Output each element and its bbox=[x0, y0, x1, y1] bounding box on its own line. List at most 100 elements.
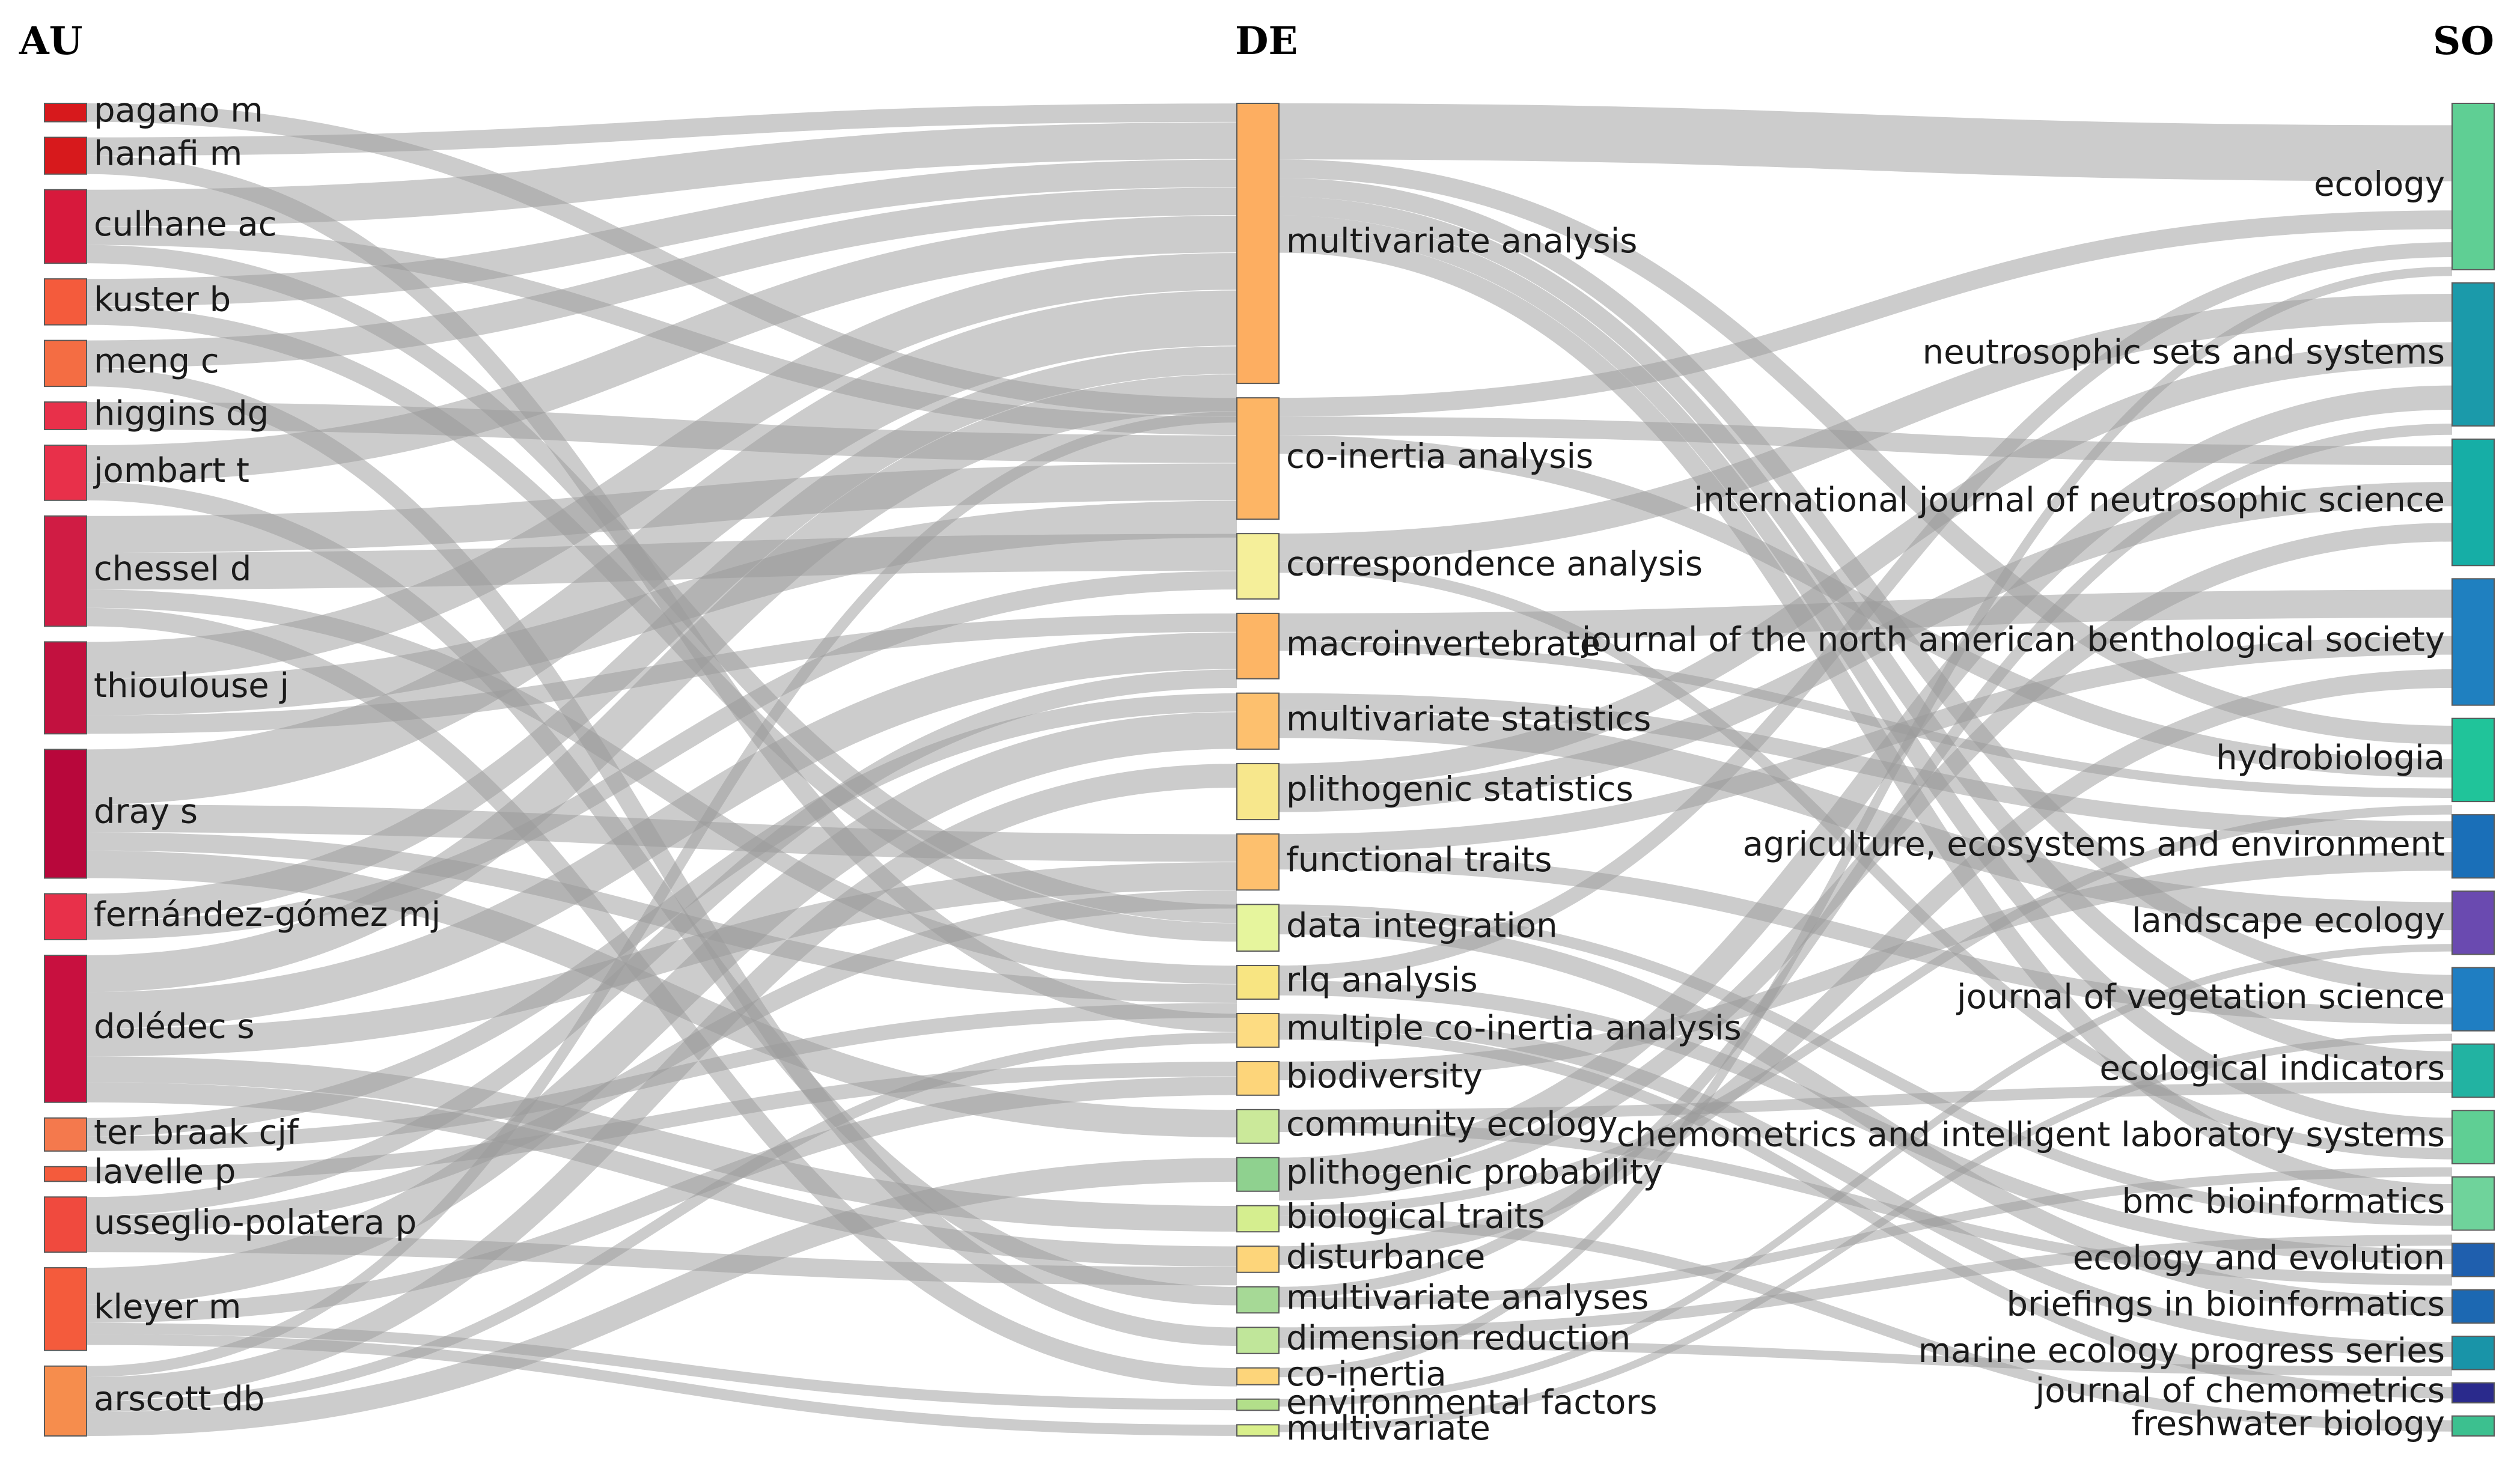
link-ter-braak-cjf-to-rlq-analysis bbox=[86, 1003, 1237, 1151]
link-multivariate-statistics-to-agriculture-ecosystems-and-environment bbox=[1278, 693, 2453, 839]
label-macroinvertebrate: macroinvertebrate bbox=[1286, 624, 1600, 663]
node-kuster-b[interactable] bbox=[44, 278, 87, 326]
node-macroinvertebrate[interactable] bbox=[1236, 612, 1280, 680]
node-freshwater-biology[interactable] bbox=[2451, 1415, 2495, 1437]
link-correspondence-analysis-to-chemometrics-and-intelligent-laboratory-systems bbox=[1278, 561, 2453, 1160]
link-multivariate-analysis-to-ecological-indicators bbox=[1278, 196, 2453, 1070]
label-plithogenic-statistics: plithogenic statistics bbox=[1286, 770, 1634, 809]
node-meng-c[interactable] bbox=[44, 339, 87, 388]
node-pagano-m[interactable] bbox=[44, 103, 87, 123]
node-fernandez-gomez-mj[interactable] bbox=[44, 893, 87, 940]
link-correspondence-analysis-to-neutrosophic-sets-and-systems bbox=[1278, 294, 2453, 562]
link-meng-c-to-dimension-reduction bbox=[86, 368, 1237, 1346]
label-culhane-ac: culhane ac bbox=[94, 205, 277, 244]
node-agriculture-ecosystems-and-environment[interactable] bbox=[2451, 814, 2495, 879]
node-landscape-ecology[interactable] bbox=[2451, 890, 2495, 955]
link-higgins-dg-to-co-inertia-analysis bbox=[86, 402, 1237, 463]
node-plithogenic-probability[interactable] bbox=[1236, 1157, 1280, 1192]
node-ecological-indicators[interactable] bbox=[2451, 1043, 2495, 1098]
node-correspondence-analysis[interactable] bbox=[1236, 533, 1280, 600]
label-plithogenic-probability: plithogenic probability bbox=[1286, 1153, 1663, 1192]
link-multivariate-analyses-to-chemometrics-and-intelligent-laboratory-systems bbox=[1278, 1167, 2453, 1307]
link-kleyer-m-to-multivariate bbox=[86, 1334, 1237, 1436]
node-neutrosophic-sets-and-systems[interactable] bbox=[2451, 282, 2495, 427]
node-bmc-bioinformatics[interactable] bbox=[2451, 1176, 2495, 1231]
label-bmc-bioinformatics: bmc bioinformatics bbox=[2122, 1182, 2445, 1221]
label-thioulouse-j: thioulouse j bbox=[94, 666, 289, 705]
node-journal-of-the-north-american-benthological-society[interactable] bbox=[2451, 578, 2495, 706]
node-international-journal-of-neutrosophic-science[interactable] bbox=[2451, 438, 2495, 567]
node-ecology[interactable] bbox=[2451, 103, 2495, 270]
link-hanafi-m-to-multivariate-analysis bbox=[86, 103, 1237, 156]
node-multivariate-statistics[interactable] bbox=[1236, 692, 1280, 750]
node-biological-traits[interactable] bbox=[1236, 1205, 1280, 1233]
link-functional-traits-to-journal-of-the-north-american-benthological-society bbox=[1278, 636, 2453, 853]
node-chessel-d[interactable] bbox=[44, 515, 87, 627]
node-kleyer-m[interactable] bbox=[44, 1267, 87, 1351]
link-doledec-s-to-multivariate-analysis bbox=[86, 374, 1237, 993]
node-journal-of-vegetation-science[interactable] bbox=[2451, 967, 2495, 1032]
label-chessel-d: chessel d bbox=[94, 550, 251, 589]
node-rlq-analysis[interactable] bbox=[1236, 965, 1280, 1000]
node-hydrobiologia[interactable] bbox=[2451, 717, 2495, 803]
node-dray-s[interactable] bbox=[44, 749, 87, 879]
label-dimension-reduction: dimension reduction bbox=[1286, 1319, 1631, 1358]
link-multivariate-analysis-to-ecology bbox=[1278, 103, 2453, 181]
link-pagano-m-to-co-inertia-analysis bbox=[86, 103, 1237, 416]
node-hanafi-m[interactable] bbox=[44, 136, 87, 175]
label-higgins-dg: higgins dg bbox=[94, 394, 269, 433]
node-environmental-factors[interactable] bbox=[1236, 1398, 1280, 1411]
node-jombart-t[interactable] bbox=[44, 445, 87, 501]
link-multivariate-analysis-to-hydrobiologia bbox=[1278, 159, 2453, 744]
node-functional-traits[interactable] bbox=[1236, 833, 1280, 891]
node-ter-braak-cjf[interactable] bbox=[44, 1117, 87, 1152]
node-multiple-co-inertia-analysis[interactable] bbox=[1236, 1012, 1280, 1048]
node-multivariate-analysis[interactable] bbox=[1236, 103, 1280, 385]
link-culhane-ac-to-co-inertia-analysis bbox=[86, 226, 1237, 436]
link-data-integration-to-bmc-bioinformatics bbox=[1278, 904, 2453, 1226]
node-arscott-db[interactable] bbox=[44, 1365, 87, 1437]
link-arscott-db-to-multiple-co-inertia-analysis bbox=[86, 1032, 1237, 1413]
link-kuster-b-to-data-integration bbox=[86, 306, 1237, 942]
label-hydrobiologia: hydrobiologia bbox=[2216, 738, 2445, 777]
node-multivariate-analyses[interactable] bbox=[1236, 1286, 1280, 1314]
node-culhane-ac[interactable] bbox=[44, 189, 87, 264]
column-header-so: SO bbox=[2433, 19, 2494, 64]
node-lavelle-p[interactable] bbox=[44, 1166, 87, 1182]
node-doledec-s[interactable] bbox=[44, 954, 87, 1103]
node-briefings-in-bioinformatics[interactable] bbox=[2451, 1289, 2495, 1324]
nodes-layer bbox=[44, 103, 2495, 1437]
node-marine-ecology-progress-series[interactable] bbox=[2451, 1336, 2495, 1370]
node-data-integration[interactable] bbox=[1236, 904, 1280, 952]
link-environmental-factors-to-landscape-ecology bbox=[1278, 944, 2453, 1407]
label-environmental-factors: environmental factors bbox=[1286, 1383, 1658, 1422]
node-plithogenic-statistics[interactable] bbox=[1236, 762, 1280, 821]
node-co-inertia-analysis[interactable] bbox=[1236, 397, 1280, 520]
node-disturbance[interactable] bbox=[1236, 1245, 1280, 1273]
label-multivariate-statistics: multivariate statistics bbox=[1286, 699, 1651, 738]
node-thioulouse-j[interactable] bbox=[44, 641, 87, 735]
label-ecology: ecology bbox=[2314, 165, 2445, 204]
node-usseglio-polatera-p[interactable] bbox=[44, 1196, 87, 1253]
label-ter-braak-cjf: ter braak cjf bbox=[94, 1113, 299, 1152]
link-multivariate-statistics-to-landscape-ecology bbox=[1278, 710, 2453, 931]
node-multivariate[interactable] bbox=[1236, 1424, 1280, 1437]
link-dray-s-to-functional-traits bbox=[86, 804, 1237, 862]
label-neutrosophic-sets-and-systems: neutrosophic sets and systems bbox=[1923, 333, 2445, 372]
node-higgins-dg[interactable] bbox=[44, 401, 87, 431]
node-chemometrics-and-intelligent-laboratory-systems[interactable] bbox=[2451, 1110, 2495, 1164]
node-ecology-and-evolution[interactable] bbox=[2451, 1242, 2495, 1277]
link-multiple-co-inertia-analysis-to-journal-of-chemometrics bbox=[1278, 1028, 2453, 1399]
label-functional-traits: functional traits bbox=[1286, 841, 1552, 880]
label-fernandez-gomez-mj: fernández-gómez mj bbox=[94, 895, 441, 934]
node-co-inertia[interactable] bbox=[1236, 1367, 1280, 1385]
label-doledec-s: dolédec s bbox=[94, 1008, 255, 1047]
label-agriculture-ecosystems-and-environment: agriculture, ecosystems and environment bbox=[1743, 825, 2445, 864]
link-chessel-d-to-co-inertia bbox=[86, 607, 1237, 1387]
node-journal-of-chemometrics[interactable] bbox=[2451, 1382, 2495, 1404]
node-community-ecology[interactable] bbox=[1236, 1109, 1280, 1144]
node-dimension-reduction[interactable] bbox=[1236, 1327, 1280, 1354]
node-biodiversity[interactable] bbox=[1236, 1060, 1280, 1096]
